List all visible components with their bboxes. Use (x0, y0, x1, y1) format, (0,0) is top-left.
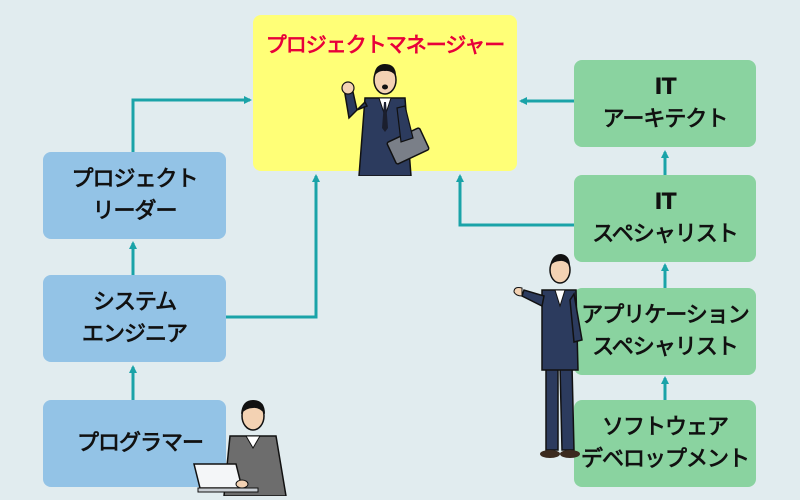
it-architect-line2: アーキテクト (602, 106, 729, 132)
project-leader-line1: プロジェクト (71, 166, 198, 192)
programmer-label: プログラマー (77, 430, 204, 456)
project-leader-box: プロジェクト リーダー (43, 152, 226, 239)
system-engineer-line1: システム (92, 289, 177, 315)
presenting-man-icon (513, 254, 583, 458)
laptop-worker-icon (193, 400, 287, 496)
it-architect-line1: IT (654, 74, 676, 100)
software-dev-box: ソフトウェア デベロップメント (574, 400, 756, 487)
businessman-fist-icon (341, 64, 430, 176)
project-manager-title: プロジェクトマネージャー (265, 33, 506, 57)
app-specialist-box: アプリケーション スペシャリスト (574, 288, 756, 375)
project-leader-line2: リーダー (92, 198, 177, 224)
it-specialist-line2: スペシャリスト (592, 221, 738, 247)
software-dev-line2: デベロップメント (580, 446, 750, 472)
system-engineer-line2: エンジニア (81, 321, 188, 347)
app-specialist-line1: アプリケーション (581, 302, 750, 328)
project-manager-box: プロジェクトマネージャー (253, 15, 517, 171)
it-architect-box: IT アーキテクト (574, 60, 756, 147)
arrow-itspec-to-pm (456, 174, 574, 227)
arrow-pl-to-pm (131, 96, 252, 152)
it-specialist-box: IT スペシャリスト (574, 175, 756, 262)
it-specialist-line1: IT (654, 189, 676, 215)
app-specialist-line2: スペシャリスト (592, 334, 738, 360)
software-dev-line1: ソフトウェア (601, 414, 729, 440)
system-engineer-box: システム エンジニア (43, 275, 226, 362)
arrow-se-to-pm (226, 174, 320, 319)
